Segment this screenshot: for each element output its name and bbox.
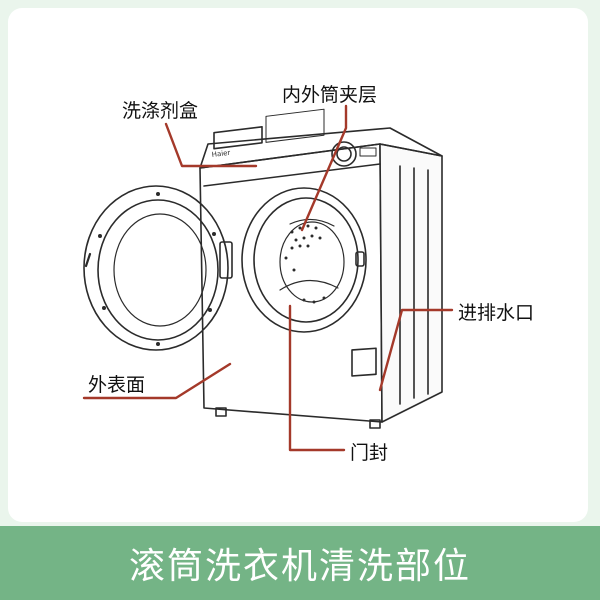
washing-machine-illustration: Haier bbox=[82, 104, 454, 452]
door-handle bbox=[84, 252, 92, 268]
drum-outer-rim bbox=[241, 187, 367, 333]
machine-side-panel bbox=[379, 143, 443, 423]
machine-foot-left bbox=[215, 407, 227, 417]
machine-foot-right bbox=[369, 419, 381, 429]
leader-line-water-inlet bbox=[378, 308, 454, 392]
door-hinge bbox=[219, 241, 233, 279]
program-knob-inner bbox=[336, 146, 352, 162]
diagram-card: Haier 洗涤剂盒 内外筒夹层 进排水口 外表面 门封 bbox=[8, 8, 588, 522]
label-drum-gap: 内外筒夹层 bbox=[282, 84, 378, 106]
label-door-seal: 门封 bbox=[350, 442, 389, 464]
drum-holes bbox=[284, 224, 326, 304]
program-display bbox=[265, 108, 325, 143]
door-outer bbox=[83, 185, 229, 351]
page-title: 滚筒洗衣机清洗部位 bbox=[128, 546, 471, 587]
drum-inner-rim bbox=[253, 197, 359, 323]
model-plate bbox=[359, 147, 377, 157]
detergent-drawer bbox=[213, 126, 263, 150]
door-latch bbox=[355, 251, 365, 267]
control-panel-divider bbox=[203, 163, 381, 187]
drum-lifter-2 bbox=[289, 218, 335, 227]
label-water-inlet: 进排水口 bbox=[458, 302, 535, 324]
label-exterior: 外表面 bbox=[88, 374, 146, 396]
drum-back bbox=[279, 221, 345, 303]
leader-line-exterior bbox=[82, 362, 232, 400]
leader-line-drum-gap bbox=[300, 104, 348, 232]
door-glass bbox=[113, 213, 207, 327]
title-banner: 滚筒洗衣机清洗部位 bbox=[0, 526, 600, 600]
leader-line-detergent-box bbox=[164, 122, 258, 168]
drum-lifter bbox=[279, 279, 339, 291]
door-ring bbox=[97, 199, 219, 341]
program-knob bbox=[331, 141, 357, 167]
machine-top bbox=[199, 127, 443, 169]
leader-line-door-seal bbox=[288, 304, 346, 452]
door-ring-bolts bbox=[98, 192, 216, 346]
drain-filter-cover bbox=[351, 347, 377, 377]
brand-logo: Haier bbox=[211, 149, 231, 159]
label-detergent-box: 洗涤剂盒 bbox=[122, 100, 199, 122]
